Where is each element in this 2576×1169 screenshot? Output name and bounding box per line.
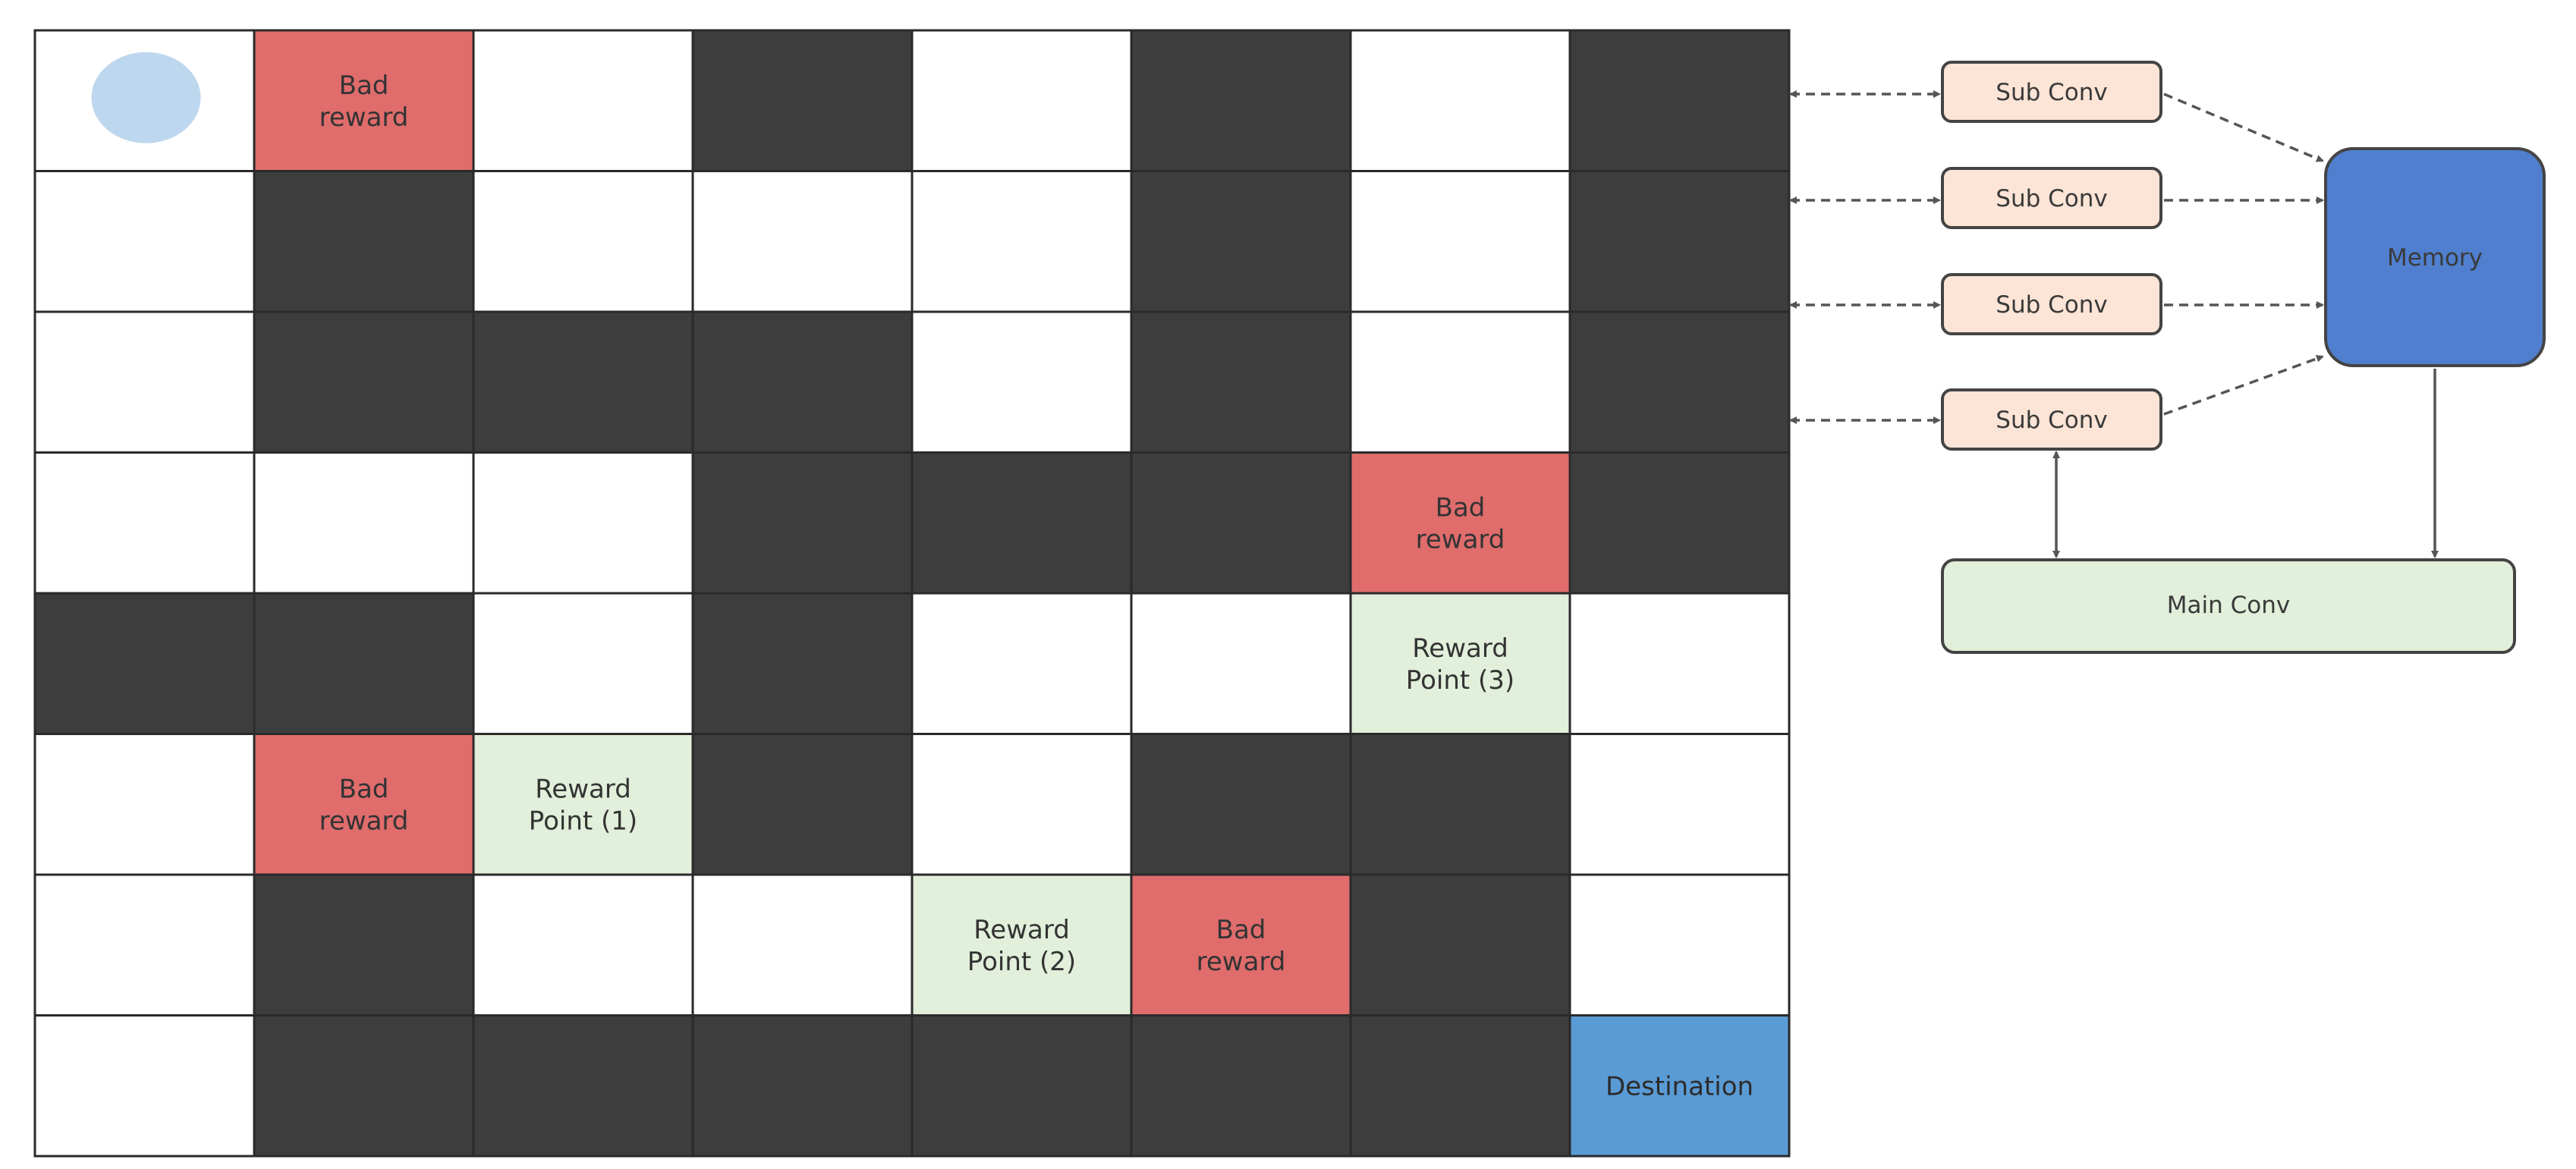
maze-cell-label: Bad <box>1436 492 1486 523</box>
maze-cell-open <box>691 170 914 313</box>
maze-cell-open <box>1349 29 1571 172</box>
sub-conv-box-2: Sub Conv <box>1941 167 2162 229</box>
maze-cell-destination <box>1568 1014 1791 1158</box>
maze-cell-open <box>911 592 1133 735</box>
maze-cell-bad-reward <box>253 29 475 172</box>
maze-cell-reward-point <box>472 733 694 876</box>
maze-cell-wall <box>691 310 914 454</box>
maze-cell-label: Point (2) <box>967 947 1076 977</box>
maze-cell-label: Bad <box>339 71 389 101</box>
maze-cell-wall <box>1130 451 1352 595</box>
maze-cell-label: Reward <box>535 774 631 804</box>
maze-cell-open <box>911 170 1133 313</box>
maze-cell-wall <box>1568 310 1791 454</box>
maze-cell-label: reward <box>1197 947 1286 977</box>
maze-cell-open <box>253 451 475 595</box>
sub-conv-label-4: Sub Conv <box>1996 407 2107 434</box>
main-conv-box: Main Conv <box>1941 558 2516 654</box>
maze-cell-wall <box>472 310 694 454</box>
maze-cell-open <box>1568 873 1791 1017</box>
maze-cell-open <box>472 170 694 313</box>
maze-cell-reward-point <box>911 873 1133 1017</box>
maze-cell-open <box>911 29 1133 172</box>
maze-cell-wall <box>253 170 475 313</box>
maze-cell-open <box>1568 592 1791 735</box>
maze-cell-open <box>911 733 1133 876</box>
maze-cell-open <box>472 592 694 735</box>
maze-cell-wall <box>253 310 475 454</box>
maze-cell-label: reward <box>1416 524 1505 555</box>
maze-cell-open <box>33 733 256 876</box>
maze-cell-wall <box>1349 1014 1571 1158</box>
maze-cell-open <box>472 29 694 172</box>
maze-cell-open <box>33 873 256 1017</box>
maze-cell-label: Point (1) <box>529 806 637 836</box>
maze-cell-wall <box>691 1014 914 1158</box>
maze-cell-wall <box>1130 29 1352 172</box>
maze-cell-bad-reward <box>1349 451 1571 595</box>
maze-cell-open <box>33 451 256 595</box>
maze-cell-open <box>1349 310 1571 454</box>
main-conv-label: Main Conv <box>2167 592 2290 619</box>
sub-conv-label-2: Sub Conv <box>1996 185 2107 212</box>
maze-cell-wall <box>1130 310 1352 454</box>
maze-cell-open <box>472 451 694 595</box>
maze-cell-wall <box>1568 29 1791 172</box>
maze-cell-open <box>33 170 256 313</box>
sub-conv-box-3: Sub Conv <box>1941 273 2162 335</box>
maze-cell-wall <box>911 1014 1133 1158</box>
sub-conv-to-memory-arrow-4 <box>2163 355 2324 416</box>
maze-cell-wall <box>253 1014 475 1158</box>
maze-cell-wall <box>1130 1014 1352 1158</box>
memory-box: Memory <box>2324 147 2546 367</box>
maze-cell-reward-point <box>1349 592 1571 735</box>
memory-label: Memory <box>2387 244 2483 272</box>
maze-cell-wall <box>253 592 475 735</box>
sub-conv-label-3: Sub Conv <box>1996 291 2107 319</box>
maze-cell-wall <box>1349 733 1571 876</box>
maze-cell-wall <box>1349 873 1571 1017</box>
network-diagram: Sub Conv Sub Conv Sub Conv Sub Conv Memo… <box>1789 61 2546 654</box>
sub-conv-box-4: Sub Conv <box>1941 388 2162 451</box>
maze-cell-bad-reward <box>1130 873 1352 1017</box>
maze-cell-label: Reward <box>973 915 1070 945</box>
maze-cell-label: Point (3) <box>1406 665 1514 696</box>
maze-cell-wall <box>1568 451 1791 595</box>
sub-conv-box-1: Sub Conv <box>1941 61 2162 123</box>
maze-cell-open <box>911 310 1133 454</box>
maze-cell-label: Reward <box>1412 633 1508 664</box>
maze-cell-bad-reward <box>253 733 475 876</box>
maze-cell-wall <box>33 592 256 735</box>
maze-cell-open <box>1349 170 1571 313</box>
maze-cell-label: reward <box>319 102 409 133</box>
maze-cell-wall <box>253 873 475 1017</box>
maze-cell-open <box>1568 733 1791 876</box>
maze-cell-wall <box>1130 733 1352 876</box>
maze-cell-wall <box>1568 170 1791 313</box>
maze-cell-wall <box>691 733 914 876</box>
maze-cell-wall <box>691 592 914 735</box>
maze-cell-open <box>33 310 256 454</box>
maze-cell-wall <box>691 451 914 595</box>
maze-cell-open <box>33 1014 256 1158</box>
maze-cell-label: Bad <box>339 774 389 804</box>
maze-cell-wall <box>691 29 914 172</box>
maze-cell-label: Bad <box>1216 915 1266 945</box>
agent-marker <box>91 52 201 143</box>
maze-cell-open <box>472 873 694 1017</box>
maze-cell-open <box>691 873 914 1017</box>
sub-conv-to-memory-arrow-1 <box>2163 93 2324 162</box>
maze-cell-label: reward <box>319 806 409 836</box>
maze-cell-wall <box>1130 170 1352 313</box>
maze-cell-open <box>1130 592 1352 735</box>
maze-cell-wall <box>472 1014 694 1158</box>
sub-conv-label-1: Sub Conv <box>1996 79 2107 106</box>
maze-cell-label: Destination <box>1606 1071 1754 1101</box>
maze-cell-wall <box>911 451 1133 595</box>
